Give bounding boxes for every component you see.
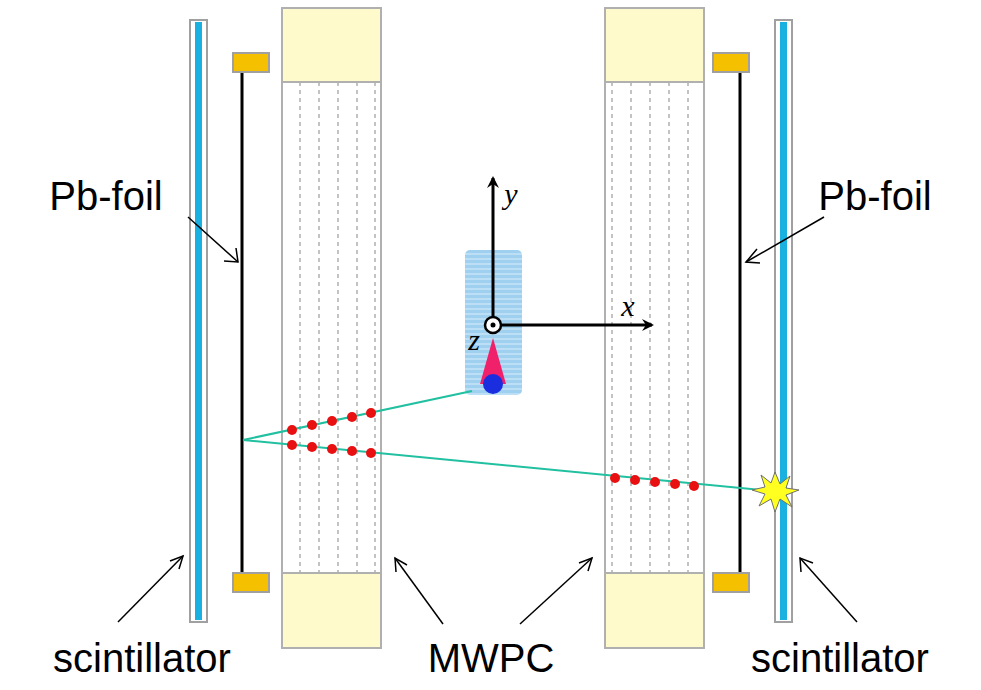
axis-label: x: [621, 291, 634, 321]
particle: [483, 374, 503, 394]
scintillator-plate: [190, 20, 207, 622]
scintillator-core: [195, 22, 202, 620]
axis-label: z: [468, 325, 480, 355]
particle-track: [243, 391, 772, 491]
x-axis: [500, 324, 652, 327]
pb-foil: [739, 70, 742, 578]
foil-holder: [233, 53, 269, 72]
part-label: Pb-foil: [818, 176, 931, 216]
scintillator-plate: [775, 20, 792, 622]
part-label: scintillator: [751, 638, 929, 678]
leader-line: [118, 217, 857, 624]
part-label: Pb-foil: [49, 176, 162, 216]
part-label: MWPC: [428, 638, 555, 678]
foil-holder: [233, 573, 269, 592]
scintillator-core: [780, 22, 787, 620]
foil-holder: [713, 573, 749, 592]
scintillation-flash: [752, 472, 799, 512]
part-label: scintillator: [53, 638, 231, 678]
foil-holder: [713, 53, 749, 72]
pb-foil: [241, 70, 244, 578]
mwpc-chamber: [282, 8, 381, 648]
y-axis: [492, 178, 495, 318]
hit-dots: [287, 408, 699, 491]
z-axis-symbol: [485, 317, 501, 333]
z-axis-dot: [491, 323, 496, 328]
mwpc-chamber: [605, 8, 704, 648]
axis-label: y: [504, 179, 517, 209]
